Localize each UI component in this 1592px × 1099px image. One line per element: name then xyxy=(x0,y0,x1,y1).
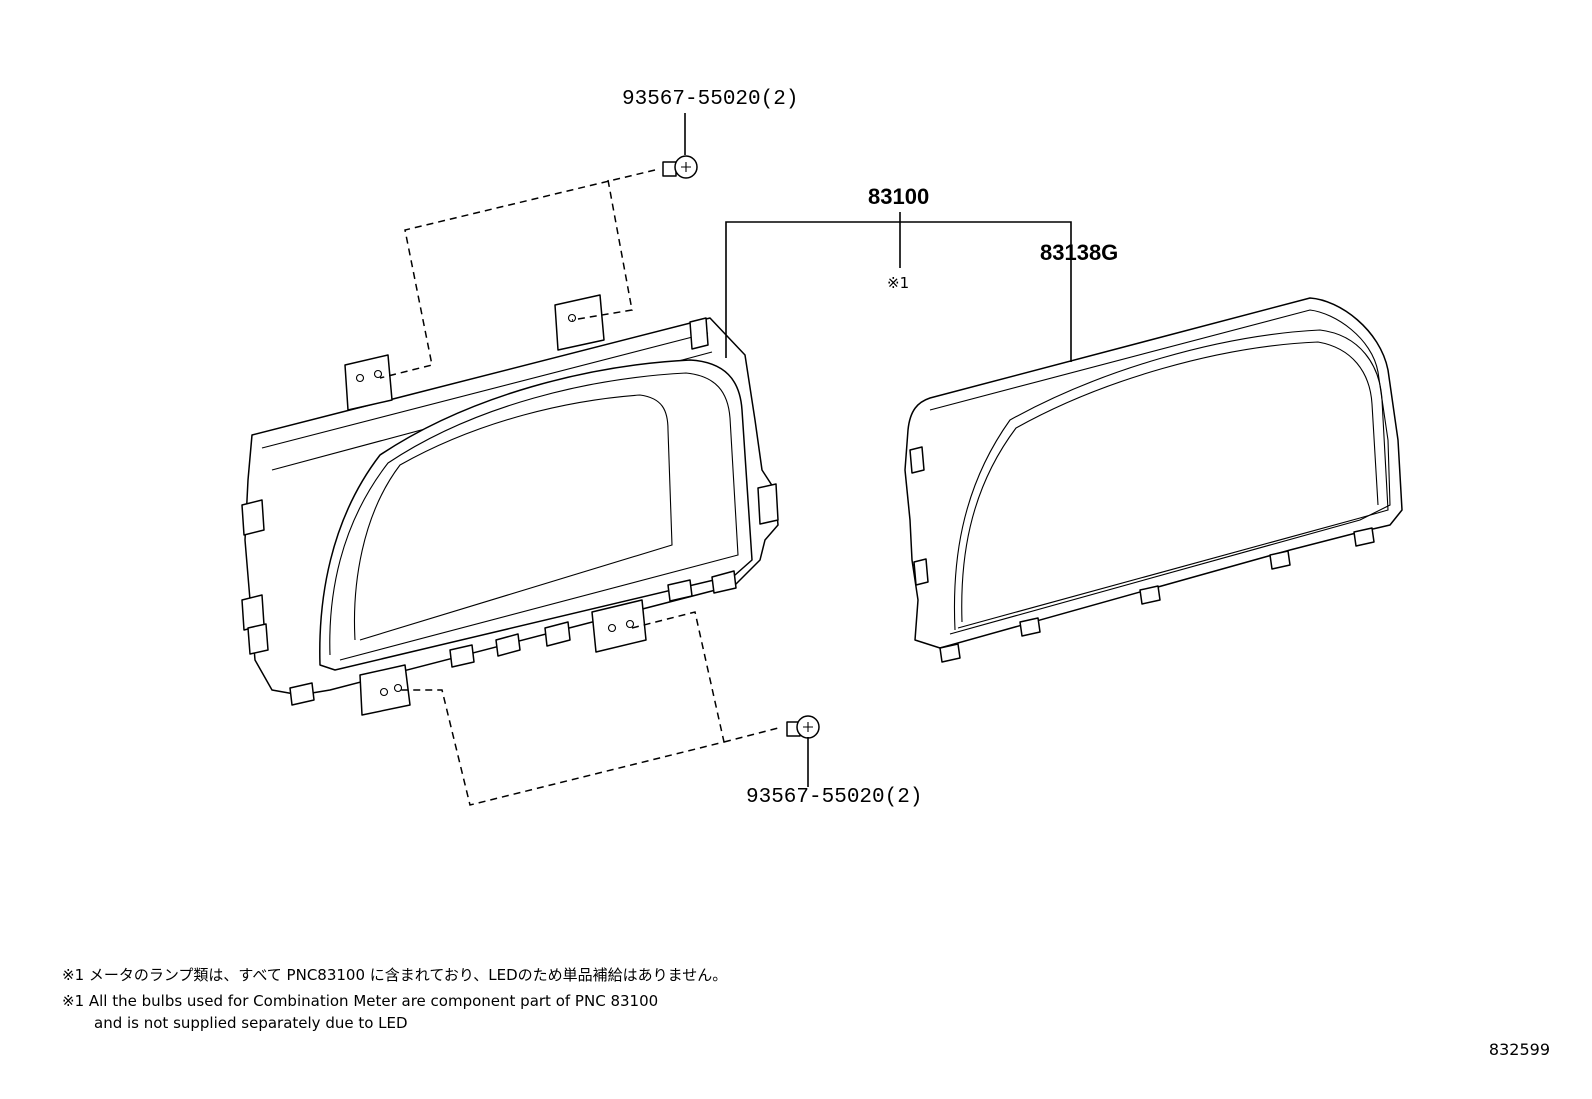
leader-lines xyxy=(684,113,1072,787)
bolt-bottom-icon xyxy=(786,715,820,739)
illustration-number: 832599 xyxy=(1488,1040,1550,1059)
footnote-japanese: ※1 メータのランプ類は、すべて PNC83100 に含まれており、LEDのため… xyxy=(62,966,728,984)
callout-assembly-note-ref: ※1 xyxy=(887,274,909,292)
assembly-dashed-lines xyxy=(379,169,783,806)
footnotes: ※1 メータのランプ類は、すべて PNC83100 に含まれており、LEDのため… xyxy=(62,962,727,1036)
meter-glass xyxy=(904,297,1403,663)
footnote-english-line2: and is not supplied separately due to LE… xyxy=(94,1014,408,1032)
callout-glass: 83138G xyxy=(1040,240,1118,265)
callout-bolt-top: 93567-55020(2) xyxy=(622,88,798,111)
callout-bolt-bottom: 93567-55020(2) xyxy=(746,786,922,809)
bolt-top-icon xyxy=(662,155,698,179)
footnote-english-line1: ※1 All the bulbs used for Combination Me… xyxy=(62,992,659,1010)
callout-assembly: 83100 xyxy=(868,184,929,209)
meter-housing xyxy=(241,294,779,716)
